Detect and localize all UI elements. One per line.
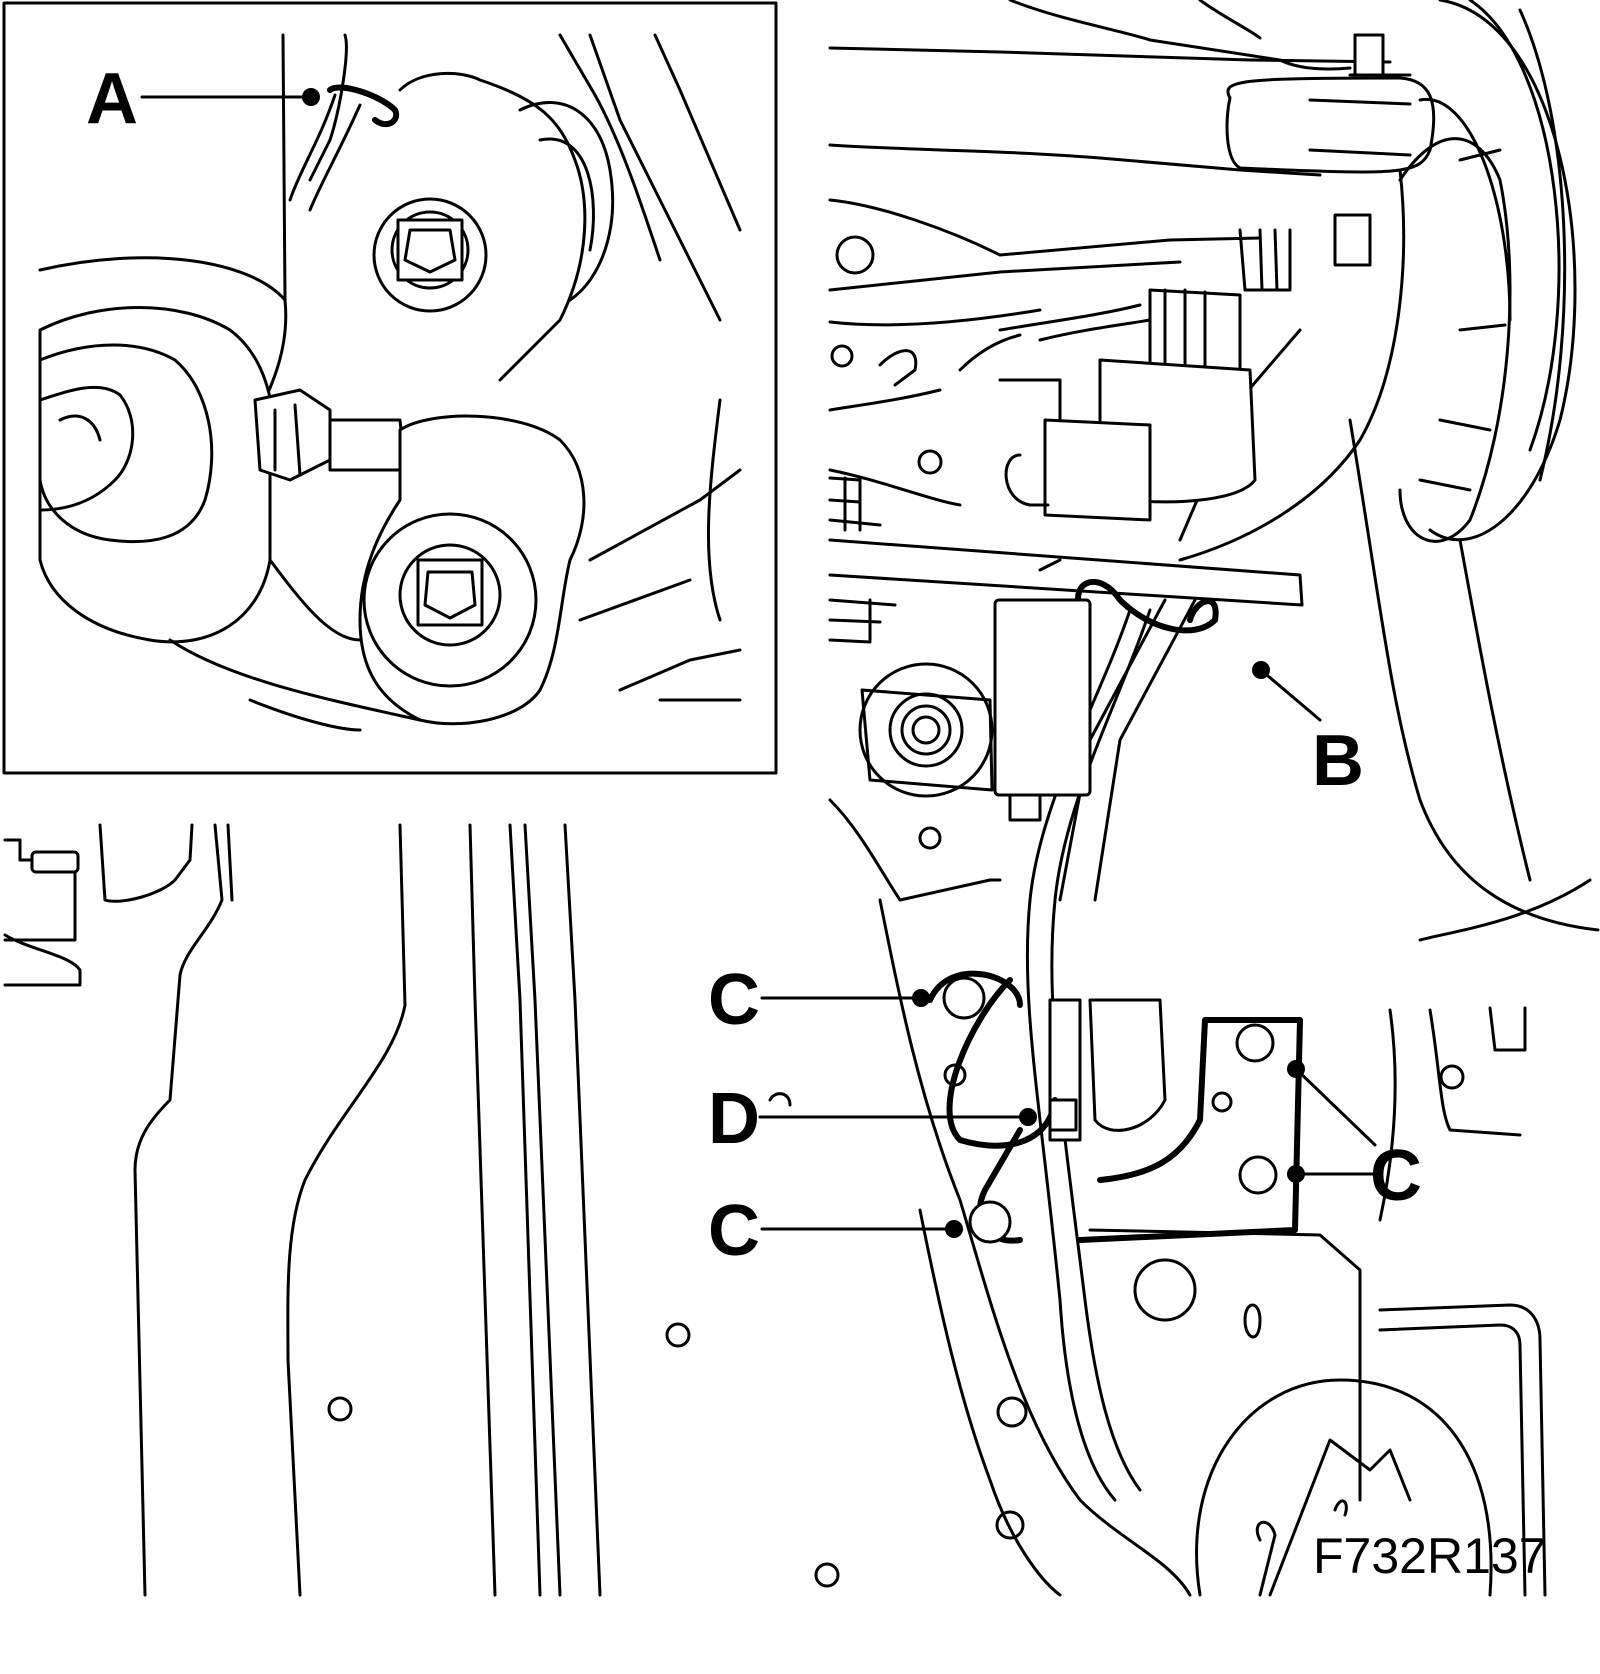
shock-absorber-mount — [858, 598, 1092, 822]
callout-c-label: C — [708, 1191, 760, 1271]
callout-b-label: B — [1312, 721, 1364, 801]
brake-disc — [1398, 0, 1577, 543]
callout-c-label: C — [708, 960, 760, 1040]
callout-c-bottom-left: C — [708, 1191, 963, 1271]
figure-reference-code: F732R137 — [1313, 1528, 1547, 1584]
callout-b: B — [1252, 661, 1364, 801]
hub-carrier — [1178, 168, 1600, 942]
upper-control-arm — [1008, 0, 1436, 174]
bracket-bolts — [942, 976, 1278, 1244]
callout-a-label: A — [86, 59, 138, 139]
callout-c-label: C — [1370, 1136, 1422, 1216]
callout-d: D — [708, 1079, 1037, 1159]
subframe — [828, 46, 1392, 644]
brake-pipe — [927, 970, 1303, 1244]
abs-sensor-connector — [958, 288, 1257, 522]
body-panel-left — [3, 823, 840, 1597]
callout-d-label: D — [708, 1079, 760, 1159]
callout-a: A — [86, 59, 320, 139]
callout-c-top-left: C — [708, 960, 930, 1040]
lower-subframe — [768, 798, 1547, 1597]
callout-c-right: C — [1287, 1060, 1422, 1216]
inset-drawing — [38, 33, 742, 732]
detail-inset — [2, 1, 778, 775]
